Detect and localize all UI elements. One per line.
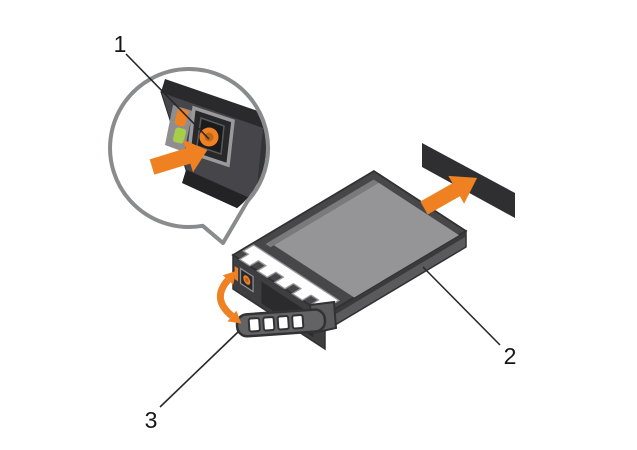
carrier-handle [235,308,327,338]
callout-3-line [159,331,239,408]
callout-1-label: 1 [114,31,127,57]
release-button-core [204,132,214,142]
status-led-orange [174,108,189,127]
release-button-core-small [245,277,249,283]
carrier-top-face [231,169,468,317]
callout-2-line [422,266,501,346]
callout-3-label: 3 [145,407,158,433]
drive-top [273,182,459,298]
handle-hole [262,316,276,332]
handle-hole [276,315,290,331]
status-led-green [172,127,187,144]
callout-2-label: 2 [504,343,517,369]
panel-top-band [161,79,266,136]
handle-hole [247,317,261,333]
handle-rotation-arrow [217,271,242,324]
activity-led [234,266,239,282]
removal-direction-arrow [420,175,478,215]
hard-drive-carrier [231,169,468,351]
handle-hole [291,314,305,330]
callout-1-line [125,53,210,140]
press-button-arrow [149,139,208,175]
drive-side-sliver [265,179,379,248]
